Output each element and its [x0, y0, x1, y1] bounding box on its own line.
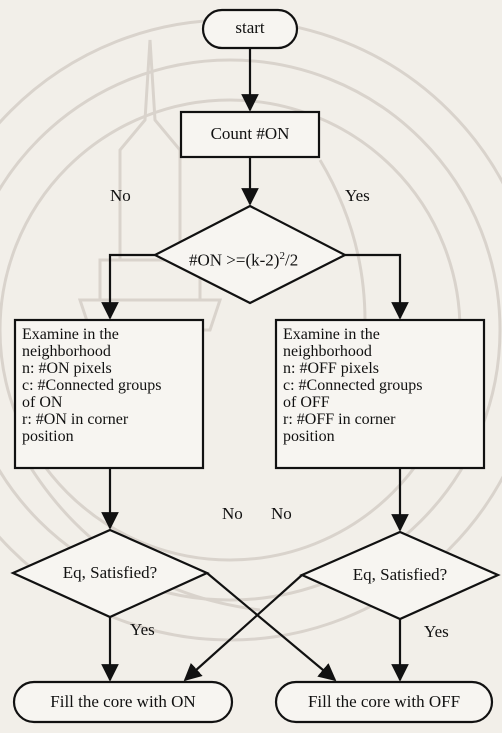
- yes-right-label: Yes: [424, 622, 449, 641]
- arrow-eq-right-no: [183, 574, 303, 682]
- fill-on-terminal: [12, 680, 234, 724]
- examine-off-line: neighborhood: [283, 343, 372, 360]
- decision-main-sup: 2: [279, 250, 285, 262]
- examine-on-line: of ON: [22, 394, 63, 411]
- main-decision-diamond: [152, 204, 348, 305]
- examine-on-text: Examine in the neighborhood n: #ON pixel…: [22, 326, 162, 445]
- decision-main-suffix: /2: [284, 250, 299, 270]
- examine-off-line: n: #OFF pixels: [283, 360, 380, 377]
- fill-off-terminal: [274, 680, 494, 724]
- arrow-decision-to-right: [345, 253, 409, 320]
- decision-main-text: #ON >=(k-2): [189, 250, 280, 270]
- arrow-decision-to-left: [101, 253, 155, 320]
- eq-right-label: Eq, Satisfied?: [352, 565, 448, 584]
- no-left-label: No: [222, 504, 243, 523]
- decision-main-label: #ON >=(k-2)2/2: [189, 247, 339, 270]
- examine-off-line: Examine in the: [283, 326, 380, 343]
- examine-on-line: c: #Connected groups: [22, 377, 162, 394]
- yes-left-label: Yes: [130, 620, 155, 639]
- examine-on-line: r: #ON in corner: [22, 411, 129, 428]
- arrow-eq-left-no: [206, 572, 337, 682]
- start-label: start: [235, 18, 265, 37]
- branch-right-label: Yes: [345, 186, 370, 205]
- examine-off-line: c: #Connected groups: [283, 377, 423, 394]
- examine-off-box: [274, 318, 486, 470]
- examine-off-text: Examine in the neighborhood n: #OFF pixe…: [283, 326, 423, 445]
- examine-off-line: of OFF: [283, 394, 330, 411]
- examine-on-line: neighborhood: [22, 343, 111, 360]
- examine-on-line: Examine in the: [22, 326, 119, 343]
- examine-on-line: n: #ON pixels: [22, 360, 112, 377]
- examine-off-line: position: [283, 428, 335, 445]
- no-right-label: No: [271, 504, 292, 523]
- fill-on-label: Fill the core with ON: [50, 692, 196, 711]
- examine-off-line: r: #OFF in corner: [283, 411, 396, 428]
- branch-left-label: No: [110, 186, 131, 205]
- examine-on-line: position: [22, 428, 74, 445]
- count-box: [179, 110, 321, 159]
- fill-off-label: Fill the core with OFF: [307, 692, 461, 711]
- count-label: Count #ON: [210, 124, 290, 143]
- eq-left-label: Eq, Satisfied?: [62, 563, 158, 582]
- examine-on-box: [13, 318, 205, 470]
